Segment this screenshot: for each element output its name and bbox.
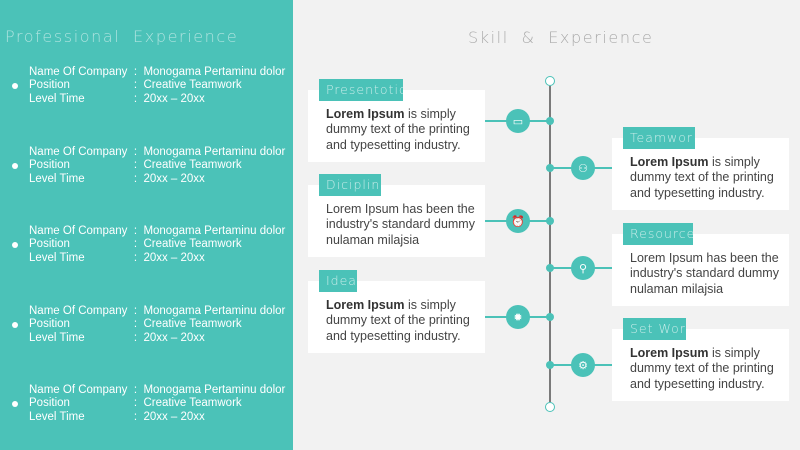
colon: :	[133, 305, 138, 317]
presentation-icon: ▭	[506, 109, 530, 133]
colon: :	[133, 318, 138, 331]
card-text: Lorem Ipsum has been the industry's stan…	[326, 202, 475, 247]
card-bold-text: Lorem Ipsum	[630, 155, 709, 169]
card-text: is simply dummy text of the printing and…	[630, 155, 774, 200]
timeline-end	[545, 402, 555, 412]
bullet-icon	[12, 401, 18, 407]
position-value: Creative Teamwork	[143, 79, 242, 92]
position-label: Position	[29, 238, 70, 251]
skill-card: Lorem Ipsum is simply dummy text of the …	[308, 90, 485, 162]
experience-entry: Name Of Company: Monogama Pertaminu dolor…	[12, 146, 286, 186]
time-label: Level Time	[29, 331, 85, 344]
time-label: Level Time	[29, 172, 85, 185]
position-value: Creative Teamwork	[143, 238, 242, 251]
skill-tag: Teamwork	[623, 127, 695, 149]
skill-card: Lorem Ipsum is simply dummy text of the …	[612, 138, 789, 210]
colon: :	[133, 251, 138, 264]
skill-tag: Presentotion	[319, 79, 403, 101]
position-label: Position	[29, 159, 70, 172]
time-label: Level Time	[29, 251, 85, 264]
gear-icon: ⚙	[571, 353, 595, 377]
skill-card: Lorem Ipsum has been the industry's stan…	[612, 234, 789, 306]
position-value: Creative Teamwork	[143, 159, 242, 172]
timeline-line	[549, 86, 551, 402]
company-label: Name Of Company	[29, 225, 128, 237]
alarm-clock-icon: ⏰	[506, 209, 530, 233]
colon: :	[133, 92, 138, 105]
card-bold-text: Lorem Ipsum	[326, 107, 405, 121]
time-value: 20xx – 20xx	[143, 92, 205, 105]
colon: :	[133, 225, 138, 237]
time-label: Level Time	[29, 92, 85, 105]
card-bold-text: Lorem Ipsum	[326, 298, 405, 312]
colon: :	[133, 172, 138, 185]
company-label: Name Of Company	[29, 384, 128, 396]
position-label: Position	[29, 397, 70, 410]
lightbulb-icon: ✹	[506, 305, 530, 329]
company-value: Monogama Pertaminu dolor	[143, 66, 286, 78]
colon: :	[133, 159, 138, 172]
card-text: Lorem Ipsum has been the industry's stan…	[630, 251, 779, 296]
position-value: Creative Teamwork	[143, 318, 242, 331]
colon: :	[133, 410, 138, 423]
card-bold-text: Lorem Ipsum	[630, 346, 709, 360]
experience-entry: Name Of Company: Monogama Pertaminu dolor…	[12, 384, 286, 424]
colon: :	[133, 397, 138, 410]
colon: :	[133, 384, 138, 396]
bullet-icon	[12, 242, 18, 248]
company-value: Monogama Pertaminu dolor	[143, 305, 286, 317]
position-label: Position	[29, 318, 70, 331]
company-label: Name Of Company	[29, 146, 128, 158]
time-value: 20xx – 20xx	[143, 251, 205, 264]
colon: :	[133, 146, 138, 158]
timeline-dot	[546, 217, 554, 225]
company-value: Monogama Pertaminu dolor	[143, 384, 286, 396]
position-value: Creative Teamwork	[143, 397, 242, 410]
skill-card: Lorem Ipsum is simply dummy text of the …	[308, 281, 485, 353]
card-text: is simply dummy text of the printing and…	[630, 346, 774, 391]
skill-tag: Set Work	[623, 318, 686, 340]
timeline-dot	[546, 313, 554, 321]
colon: :	[133, 79, 138, 92]
skill-tag: Resource	[623, 223, 693, 245]
skill-experience-title: Skill & Experience	[468, 28, 654, 47]
time-value: 20xx – 20xx	[143, 410, 205, 423]
search-icon: ⚲	[571, 256, 595, 280]
team-icon: ⚇	[571, 156, 595, 180]
experience-entry: Name Of Company: Monogama Pertaminu dolor…	[12, 305, 286, 345]
card-text: is simply dummy text of the printing and…	[326, 107, 470, 152]
colon: :	[133, 331, 138, 344]
experience-entry: Name Of Company: Monogama Pertaminu dolor…	[12, 225, 286, 265]
company-value: Monogama Pertaminu dolor	[143, 146, 286, 158]
timeline-start	[545, 76, 555, 86]
time-label: Level Time	[29, 410, 85, 423]
bullet-icon	[12, 163, 18, 169]
colon: :	[133, 238, 138, 251]
skill-tag: Idea	[319, 270, 357, 292]
skill-card: Lorem Ipsum has been the industry's stan…	[308, 185, 485, 257]
time-value: 20xx – 20xx	[143, 331, 205, 344]
time-value: 20xx – 20xx	[143, 172, 205, 185]
bullet-icon	[12, 83, 18, 89]
company-label: Name Of Company	[29, 305, 128, 317]
skill-card: Lorem Ipsum is simply dummy text of the …	[612, 329, 789, 401]
bullet-icon	[12, 322, 18, 328]
company-label: Name Of Company	[29, 66, 128, 78]
company-value: Monogama Pertaminu dolor	[143, 225, 286, 237]
professional-experience-title: Professional Experience	[5, 27, 239, 46]
colon: :	[133, 66, 138, 78]
timeline-dot	[546, 117, 554, 125]
left-panel: Professional Experience	[0, 0, 293, 450]
position-label: Position	[29, 79, 70, 92]
card-text: is simply dummy text of the printing and…	[326, 298, 470, 343]
experience-entry: Name Of Company: Monogama Pertaminu dolor…	[12, 66, 286, 106]
skill-tag: Dicipline	[319, 174, 381, 196]
